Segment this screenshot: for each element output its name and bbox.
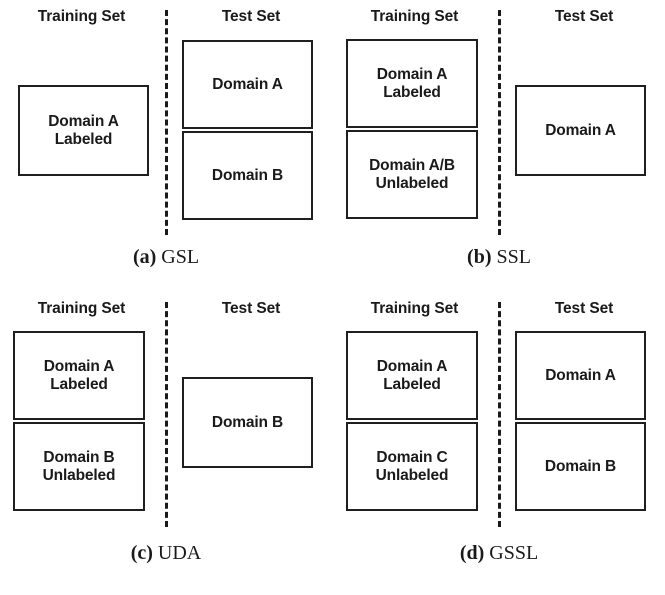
panel-c-caption-tag: (c)	[130, 542, 153, 564]
box-label: Domain A Labeled	[376, 65, 448, 101]
panel-d-caption-name: GSSL	[489, 542, 539, 564]
panel-a-test-header: Test Set	[221, 8, 281, 25]
box-label: Domain A/B Unlabeled	[369, 156, 455, 192]
panel-b-test-box-1: Domain A	[515, 85, 646, 176]
panel-b-caption-tag: (b)	[467, 246, 492, 268]
panel-a-training-box-1: Domain A Labeled	[18, 85, 149, 176]
panel-b: Training Set Test Set Domain A Labeled D…	[333, 0, 665, 290]
box-label: Domain C Unlabeled	[375, 448, 449, 484]
panel-d-training-box-2: Domain C Unlabeled	[346, 422, 478, 511]
box-label: Domain A Labeled	[376, 357, 448, 393]
panel-d-training-header: Training Set	[370, 300, 459, 317]
box-label: Domain A Labeled	[43, 357, 115, 393]
panel-c: Training Set Test Set Domain A Labeled D…	[0, 292, 332, 595]
panel-d-training-box-1: Domain A Labeled	[346, 331, 478, 420]
panel-b-caption: (b)SSL	[333, 246, 665, 269]
panel-b-training-box-2: Domain A/B Unlabeled	[346, 130, 478, 219]
panel-a-caption-tag: (a)	[132, 246, 157, 268]
panel-a-training-header: Training Set	[37, 8, 126, 25]
box-label: Domain B Unlabeled	[42, 448, 116, 484]
panel-d-body: Training Set Test Set Domain A Labeled D…	[333, 292, 665, 532]
panel-a-caption: (a)GSL	[0, 246, 332, 269]
box-label: Domain A	[212, 75, 283, 93]
panel-b-dashed-divider	[498, 10, 501, 235]
panel-d-test-box-2: Domain B	[515, 422, 646, 511]
panel-c-dashed-divider	[165, 302, 168, 527]
panel-c-test-box-1: Domain B	[182, 377, 313, 468]
panel-c-training-header: Training Set	[37, 300, 126, 317]
panel-d-test-header: Test Set	[554, 300, 614, 317]
panel-c-training-box-2: Domain B Unlabeled	[13, 422, 145, 511]
panel-b-caption-name: SSL	[496, 246, 531, 268]
panel-b-training-header: Training Set	[370, 8, 459, 25]
panel-b-test-header: Test Set	[554, 8, 614, 25]
box-label: Domain B	[211, 413, 284, 431]
panel-c-body: Training Set Test Set Domain A Labeled D…	[0, 292, 332, 532]
panel-c-training-box-1: Domain A Labeled	[13, 331, 145, 420]
box-label: Domain A	[545, 121, 616, 139]
box-label: Domain A Labeled	[48, 112, 119, 148]
panel-a-caption-name: GSL	[161, 246, 200, 268]
panel-a-test-box-2: Domain B	[182, 131, 313, 220]
panel-a: Training Set Test Set Domain A Labeled D…	[0, 0, 332, 290]
panel-a-dashed-divider	[165, 10, 168, 235]
panel-c-test-header: Test Set	[221, 300, 281, 317]
panel-d-caption: (d)GSSL	[333, 542, 665, 565]
panel-b-body: Training Set Test Set Domain A Labeled D…	[333, 0, 665, 240]
panel-a-test-box-1: Domain A	[182, 40, 313, 129]
panel-c-caption-name: UDA	[157, 542, 202, 564]
panel-d-test-box-1: Domain A	[515, 331, 646, 420]
box-label: Domain B	[211, 166, 284, 184]
panel-c-caption: (c)UDA	[0, 542, 332, 565]
panel-d-dashed-divider	[498, 302, 501, 527]
panel-d: Training Set Test Set Domain A Labeled D…	[333, 292, 665, 595]
box-label: Domain B	[544, 457, 617, 475]
panel-a-body: Training Set Test Set Domain A Labeled D…	[0, 0, 332, 240]
panel-b-training-box-1: Domain A Labeled	[346, 39, 478, 128]
panel-d-caption-tag: (d)	[459, 542, 485, 564]
box-label: Domain A	[545, 366, 616, 384]
